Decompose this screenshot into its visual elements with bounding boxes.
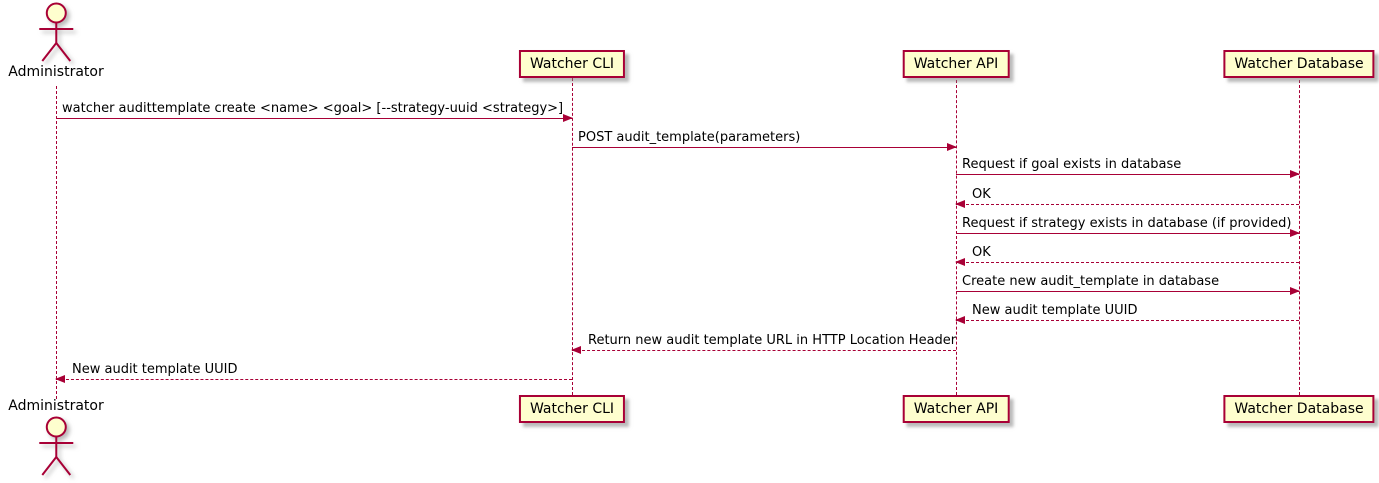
message-label: Return new audit template URL in HTTP Lo… (588, 333, 957, 348)
message-line (56, 118, 572, 119)
participant-watcher-database-top: Watcher Database (1223, 50, 1375, 78)
arrowhead-right-icon (563, 114, 573, 122)
message-2: POST audit_template(parameters) (572, 130, 957, 151)
message-1: watcher audittemplate create <name> <goa… (56, 101, 573, 122)
participant-label: Watcher Database (1234, 401, 1364, 417)
participant-label: Watcher API (913, 401, 999, 417)
participant-watcher-cli-bottom: Watcher CLI (518, 395, 626, 423)
message-label: watcher audittemplate create <name> <goa… (62, 101, 564, 116)
arrowhead-left-icon (955, 200, 965, 208)
message-line (956, 204, 1299, 205)
actor-administrator-bottom: Administrator (8, 398, 104, 480)
participant-label: Watcher CLI (529, 56, 615, 72)
arrowhead-right-icon (1290, 170, 1300, 178)
actor-administrator-top: Administrator (8, 2, 104, 80)
message-6: OK (955, 245, 1299, 266)
message-label: New audit template UUID (72, 362, 238, 377)
actor-icon (39, 2, 73, 62)
message-line (956, 291, 1299, 292)
message-9: Return new audit template URL in HTTP Lo… (571, 333, 957, 354)
arrowhead-right-icon (1290, 229, 1300, 237)
participant-label: Watcher CLI (529, 401, 615, 417)
message-line (572, 147, 956, 148)
arrowhead-right-icon (1290, 287, 1300, 295)
message-label: POST audit_template(parameters) (578, 130, 801, 145)
message-3: Request if goal exists in database (956, 157, 1300, 178)
message-7: Create new audit_template in database (956, 274, 1300, 295)
actor-icon (39, 416, 73, 476)
participant-watcher-database-bottom: Watcher Database (1223, 395, 1375, 423)
message-label: Request if goal exists in database (962, 157, 1182, 172)
actor-label: Administrator (8, 398, 104, 414)
message-line (956, 174, 1299, 175)
arrowhead-left-icon (55, 375, 65, 383)
message-line (572, 350, 956, 351)
arrowhead-left-icon (571, 346, 581, 354)
message-line (56, 379, 572, 380)
participant-label: Watcher API (913, 56, 999, 72)
participant-watcher-api-bottom: Watcher API (902, 395, 1010, 423)
message-line (956, 233, 1299, 234)
message-label: Create new audit_template in database (962, 274, 1220, 289)
lifeline-watcher-database (1299, 80, 1300, 395)
lifeline-administrator (56, 86, 57, 399)
participant-watcher-api-top: Watcher API (902, 50, 1010, 78)
message-line (956, 262, 1299, 263)
participant-watcher-cli-top: Watcher CLI (518, 50, 626, 78)
message-5: Request if strategy exists in database (… (956, 216, 1300, 237)
participant-label: Watcher Database (1234, 56, 1364, 72)
lifeline-watcher-cli (572, 78, 573, 395)
arrowhead-left-icon (955, 316, 965, 324)
message-8: New audit template UUID (955, 303, 1299, 324)
message-4: OK (955, 187, 1299, 208)
message-label: OK (972, 187, 991, 202)
message-label: OK (972, 245, 991, 260)
message-label: Request if strategy exists in database (… (962, 216, 1292, 231)
message-line (956, 320, 1299, 321)
arrowhead-right-icon (947, 143, 957, 151)
message-10: New audit template UUID (55, 362, 572, 383)
message-label: New audit template UUID (972, 303, 1138, 318)
actor-label: Administrator (8, 64, 104, 80)
lifeline-watcher-api (956, 80, 957, 395)
arrowhead-left-icon (955, 258, 965, 266)
